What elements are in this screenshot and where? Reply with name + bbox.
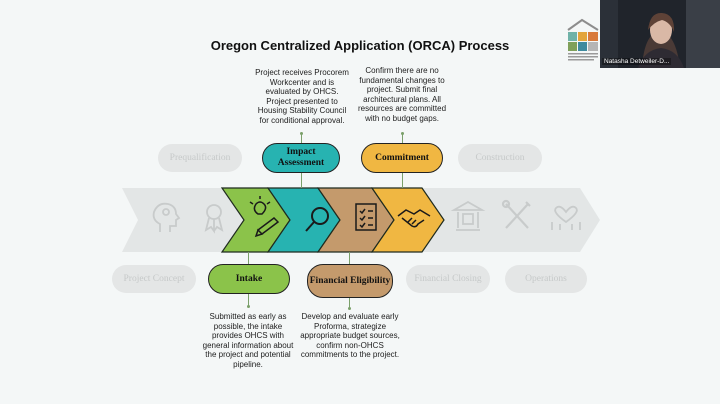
magnifier-icon — [305, 207, 329, 232]
tools-icon — [501, 199, 531, 229]
step-prequalification: Prequalification — [158, 144, 242, 172]
lightbulb-pencil-icon — [249, 196, 280, 238]
connector-eligibility — [349, 252, 350, 264]
connector-intake-lower — [248, 292, 249, 306]
bank-icon — [450, 200, 486, 231]
step-operations: Operations — [505, 265, 587, 293]
participant-name: Natasha Detweiler-D... — [602, 58, 672, 65]
connector-impact-lower — [301, 172, 302, 188]
step-financial-closing: Financial Closing — [406, 265, 490, 293]
intake-description: Submitted as early as possible, the inta… — [202, 312, 294, 369]
connector-dot — [348, 307, 351, 310]
step-commitment: Commitment — [361, 143, 443, 173]
checklist-icon — [355, 203, 377, 231]
award-ribbon-icon — [204, 204, 224, 234]
connector-eligibility-lower — [349, 296, 350, 308]
connector-commitment — [402, 133, 403, 145]
participant-video-feed — [600, 0, 720, 68]
connector-commitment-lower — [402, 172, 403, 188]
oregon-housing-logo — [567, 18, 599, 61]
eligibility-description: Develop and evaluate early Proforma, str… — [300, 312, 400, 360]
step-intake: Intake — [208, 264, 290, 294]
connector-dot — [300, 132, 303, 135]
commitment-description: Confirm there are no fundamental changes… — [357, 66, 447, 123]
step-financial-eligibility: Financial Eligibility — [307, 264, 393, 298]
handshake-icon — [397, 209, 431, 228]
impact-description: Project receives Procorem Workcenter and… — [255, 68, 349, 125]
process-arrow — [122, 187, 600, 253]
step-project-concept: Project Concept — [112, 265, 196, 293]
step-impact-assessment: Impact Assessment — [262, 143, 340, 173]
chevron-commitment — [370, 187, 445, 253]
head-lightbulb-icon — [152, 202, 181, 232]
slide-title: Oregon Centralized Application (ORCA) Pr… — [210, 38, 510, 53]
connector-dot — [401, 132, 404, 135]
connector-dot — [247, 305, 250, 308]
participant-video-tile[interactable]: Natasha Detweiler-D... — [600, 0, 720, 68]
heart-people-icon — [551, 205, 581, 230]
connector-intake — [248, 252, 249, 264]
step-construction: Construction — [458, 144, 542, 172]
connector-impact — [301, 133, 302, 145]
